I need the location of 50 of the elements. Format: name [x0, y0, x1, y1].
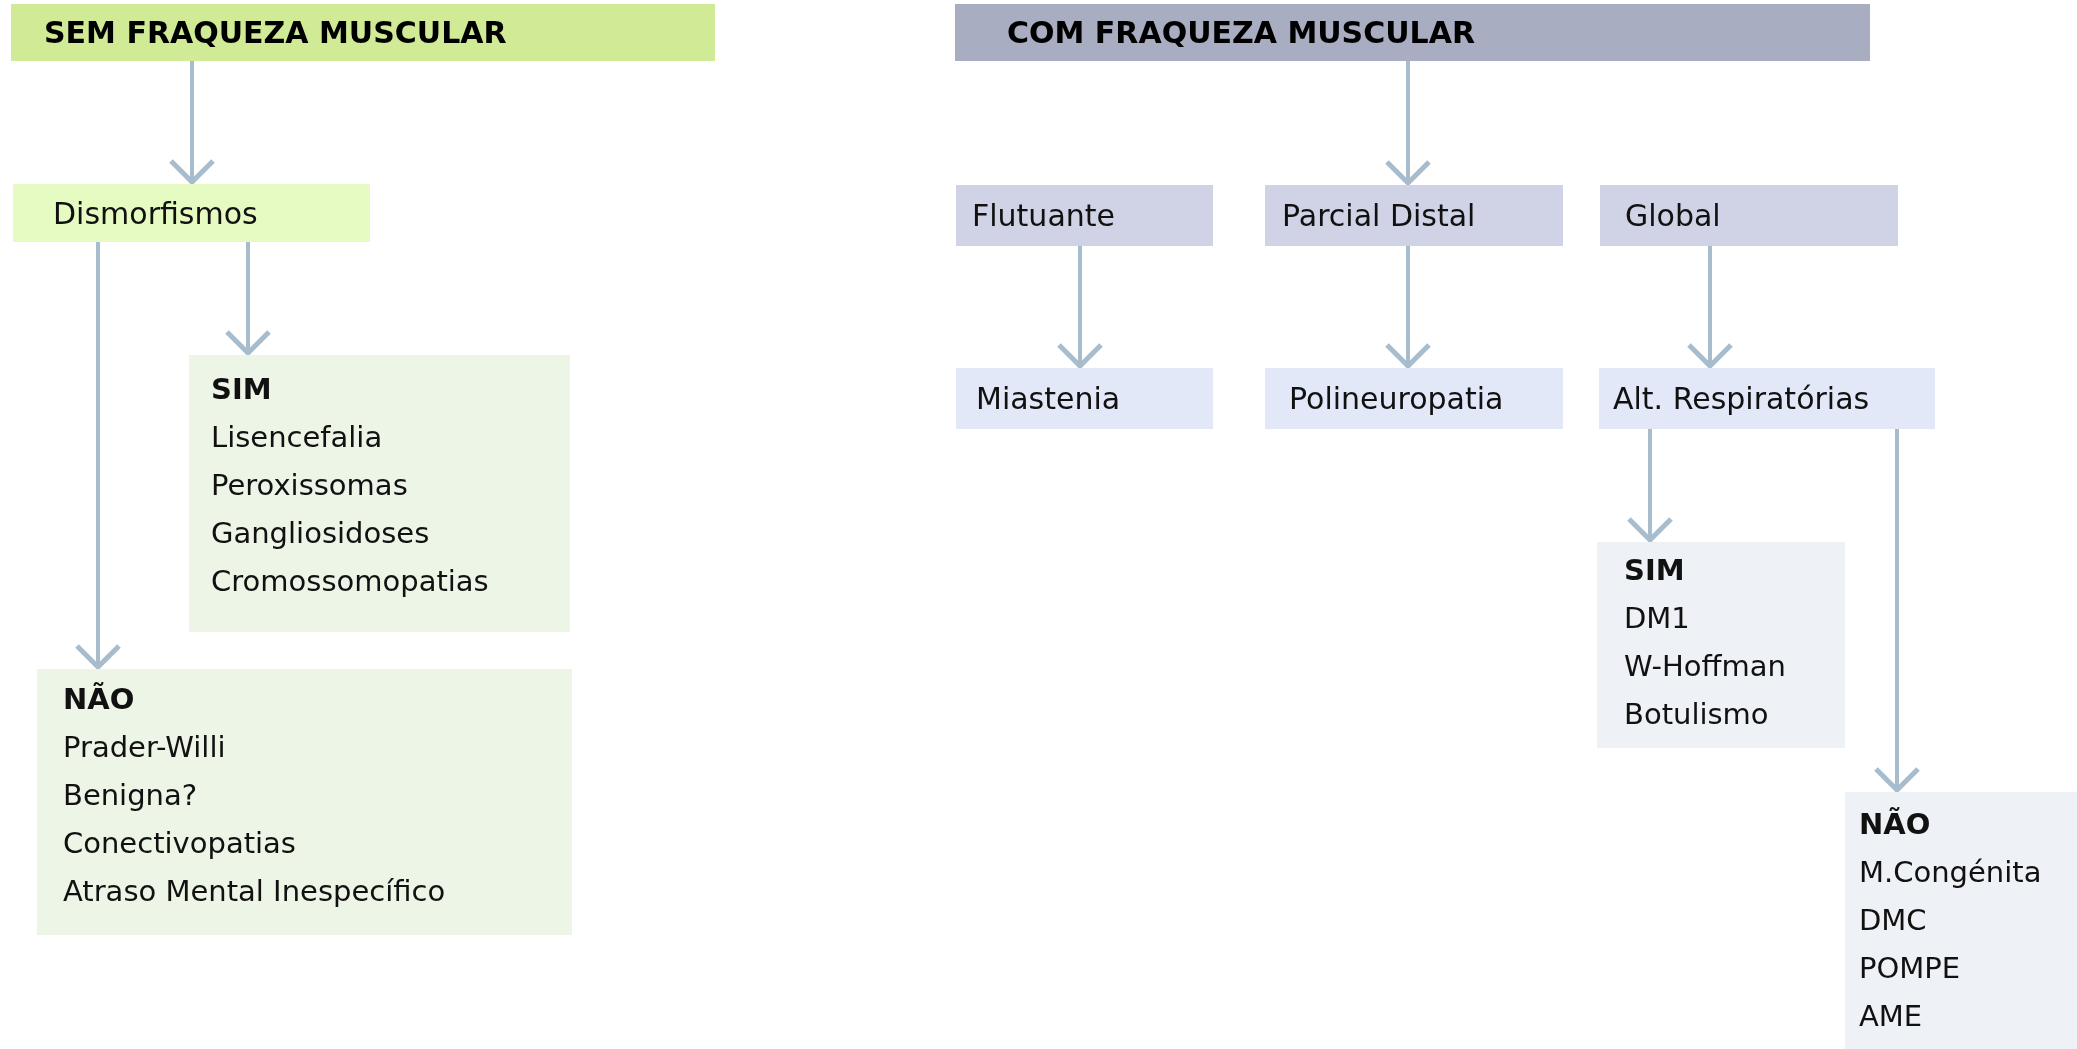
- list-item: Conectivopatias: [63, 825, 297, 862]
- header-bar: [11, 4, 715, 61]
- label-box: [956, 185, 1213, 246]
- label-box: [1265, 368, 1563, 429]
- arrow: [1686, 246, 1734, 369]
- list-box: [1845, 792, 2077, 1049]
- label-box: [956, 368, 1213, 429]
- label-box: [1599, 368, 1935, 429]
- list-item: Lisencefalia: [211, 419, 384, 456]
- list-item: Cromossomopatias: [211, 563, 490, 600]
- arrow: [224, 242, 272, 356]
- heading-text: COM FRAQUEZA MUSCULAR: [1007, 15, 1477, 50]
- list-item: M.Congénita: [1859, 854, 2043, 891]
- list-heading: NÃO: [1859, 806, 1932, 843]
- label-box: [1600, 185, 1898, 246]
- box-text: Polineuropatia: [1289, 381, 1505, 416]
- list-item: Benigna?: [63, 777, 199, 814]
- list-box: [37, 669, 572, 935]
- box-text: Flutuante: [972, 198, 1116, 233]
- box-text: Miastenia: [976, 381, 1122, 416]
- heading-text: SEM FRAQUEZA MUSCULAR: [44, 15, 508, 50]
- arrow: [1626, 429, 1674, 543]
- list-heading: SIM: [211, 371, 273, 408]
- list-item: DM1: [1624, 600, 1691, 637]
- label-box: [13, 184, 370, 242]
- list-item: Peroxissomas: [211, 467, 409, 504]
- arrow: [1384, 61, 1432, 186]
- list-heading: SIM: [1624, 552, 1686, 589]
- box-text: Alt. Respiratórias: [1613, 381, 1871, 416]
- arrow: [1384, 246, 1432, 369]
- list-item: Botulismo: [1624, 696, 1770, 733]
- list-item: AME: [1859, 998, 1924, 1035]
- list-heading: NÃO: [63, 681, 136, 718]
- box-text: Dismorfismos: [53, 195, 259, 231]
- list-item: Prader-Willi: [63, 729, 227, 766]
- box-text: Global: [1625, 198, 1722, 233]
- box-text: Parcial Distal: [1282, 198, 1477, 233]
- arrow: [74, 242, 122, 670]
- list-box: [189, 355, 570, 632]
- header-bar: [955, 4, 1870, 61]
- arrow: [168, 61, 216, 185]
- arrow: [1056, 246, 1104, 369]
- list-item: Gangliosidoses: [211, 515, 431, 552]
- list-item: POMPE: [1859, 950, 1962, 987]
- arrow: [1873, 429, 1921, 793]
- list-box: [1597, 542, 1845, 748]
- list-item: DMC: [1859, 902, 1928, 939]
- list-item: Atraso Mental Inespecífico: [63, 873, 447, 910]
- label-box: [1265, 185, 1563, 246]
- list-item: W-Hoffman: [1624, 648, 1787, 685]
